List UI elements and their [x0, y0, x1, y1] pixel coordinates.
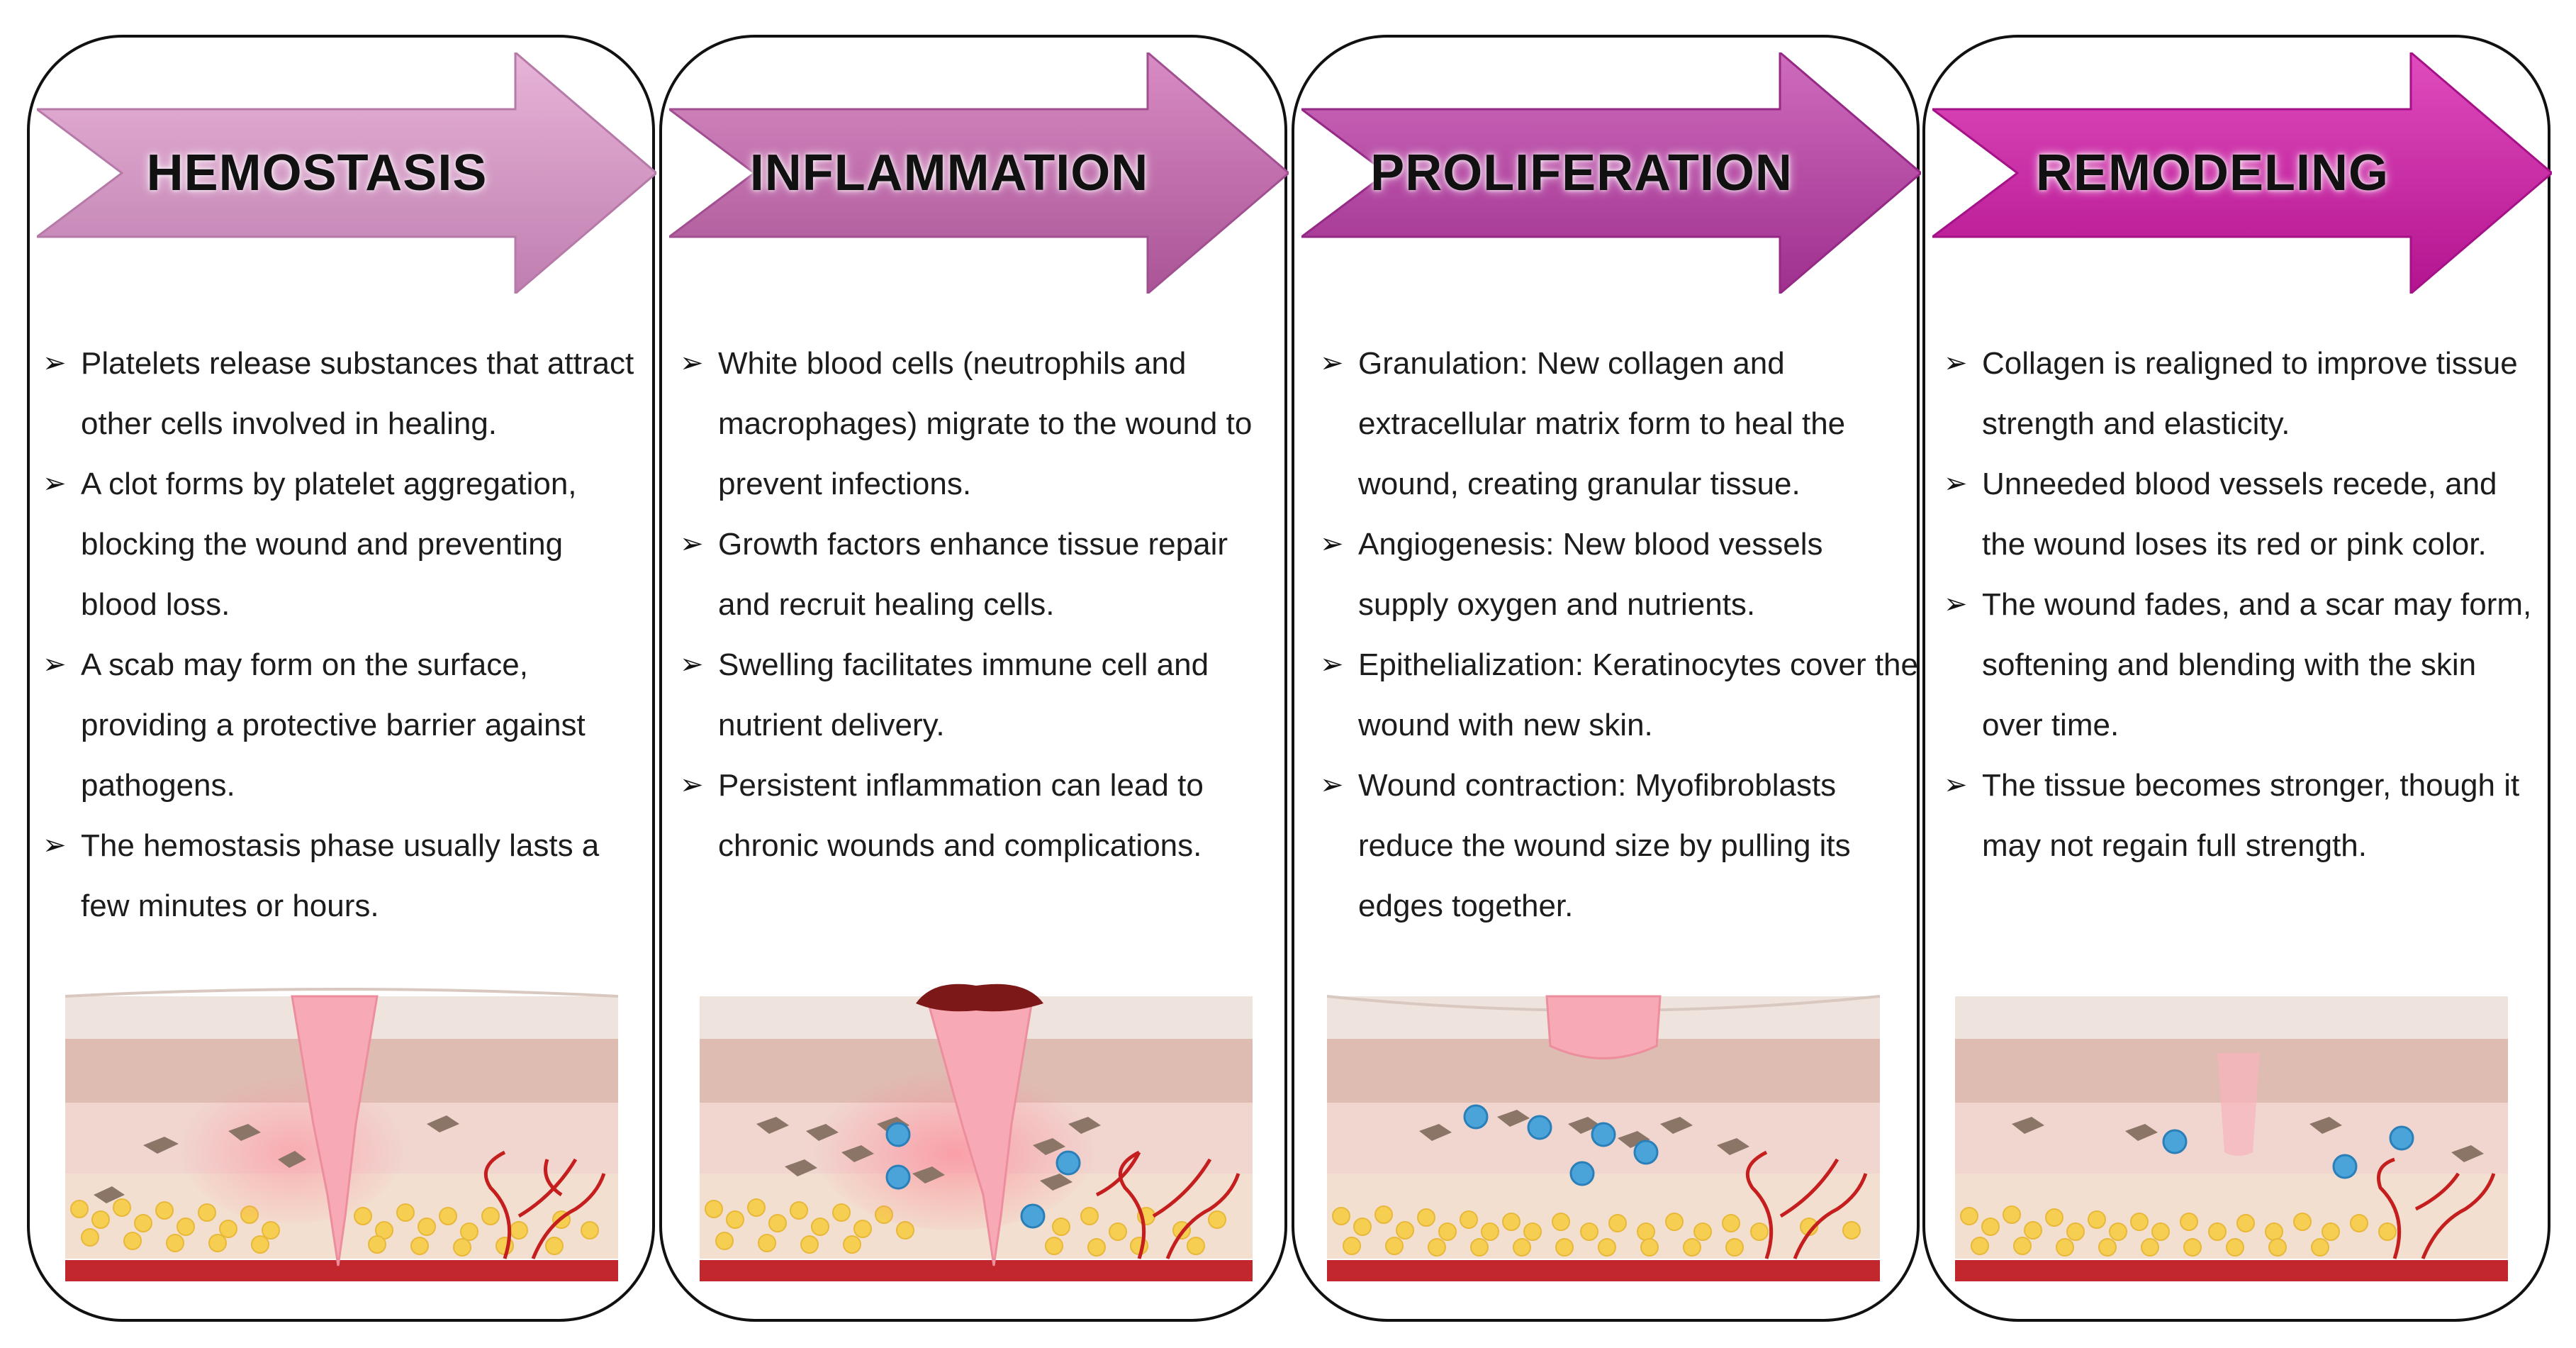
list-item: ➢A scab may form on the surface, providi… — [43, 635, 644, 815]
phase-arrow-proliferation: PROLIFERATION — [1301, 52, 1921, 294]
list-item: ➢The wound fades, and a scar may form, s… — [1944, 574, 2545, 755]
phase-arrow-remodeling: REMODELING — [1932, 52, 2552, 294]
list-item: ➢White blood cells (neutrophils and macr… — [680, 333, 1281, 514]
bullet-arrow-icon: ➢ — [1320, 347, 1344, 379]
skin-cross-section-icon — [700, 984, 1253, 1281]
skin-cross-section-icon — [1955, 996, 2508, 1281]
list-item: ➢Granulation: New collagen and extracell… — [1320, 333, 1921, 514]
scab-icon — [916, 984, 1043, 1012]
bullet-arrow-icon: ➢ — [1944, 347, 1968, 379]
list-item: ➢The tissue becomes stronger, though it … — [1944, 755, 2545, 876]
list-item: ➢Growth factors enhance tissue repair an… — [680, 514, 1281, 635]
skin-illustration-remodeling — [1955, 982, 2508, 1287]
list-item: ➢Swelling facilitates immune cell and nu… — [680, 635, 1281, 755]
fibroblast-cells — [2012, 1117, 2484, 1162]
list-item: ➢Collagen is realigned to improve tissue… — [1944, 333, 2545, 454]
bullet-arrow-icon: ➢ — [680, 649, 704, 680]
bullet-arrow-icon: ➢ — [43, 830, 67, 861]
bullet-arrow-icon: ➢ — [1320, 769, 1344, 801]
bullet-arrow-icon: ➢ — [1944, 769, 1968, 801]
immune-cells — [885, 1122, 1081, 1229]
bullet-arrow-icon: ➢ — [680, 528, 704, 559]
blood-vessels — [483, 1150, 606, 1259]
bullet-list-hemostasis: ➢Platelets release substances that attra… — [27, 333, 644, 986]
granulation-tissue — [1545, 995, 1662, 1059]
blood-vessels — [2377, 1157, 2496, 1259]
bullet-arrow-icon: ➢ — [1944, 589, 1968, 620]
list-item: ➢Persistent inflammation can lead to chr… — [680, 755, 1281, 876]
fibroblast-cells — [756, 1117, 1101, 1191]
bullet-arrow-icon: ➢ — [1320, 528, 1344, 559]
skin-illustration-hemostasis — [65, 982, 618, 1287]
skin-cross-section-icon — [65, 988, 618, 1281]
bullet-arrow-icon: ➢ — [43, 347, 67, 379]
phase-title: HEMOSTASIS — [146, 145, 488, 201]
bullet-arrow-icon: ➢ — [1320, 649, 1344, 680]
immune-cells — [2162, 1125, 2414, 1179]
fat-cells — [1960, 1205, 2397, 1257]
bullet-arrow-icon: ➢ — [680, 769, 704, 801]
list-item: ➢Epithelialization: Keratinocytes cover … — [1320, 635, 1921, 755]
blood-vessels — [1095, 1150, 1241, 1259]
phase-title: INFLAMMATION — [749, 145, 1149, 201]
bullet-arrow-icon: ➢ — [1944, 468, 1968, 499]
phase-title: PROLIFERATION — [1370, 145, 1793, 201]
bullet-list-proliferation: ➢Granulation: New collagen and extracell… — [1304, 333, 1921, 986]
list-item: ➢Unneeded blood vessels recede, and the … — [1944, 454, 2545, 574]
bullet-list-inflammation: ➢White blood cells (neutrophils and macr… — [664, 333, 1281, 986]
immune-cells — [1463, 1104, 1659, 1186]
skin-illustration-proliferation — [1327, 982, 1880, 1287]
bullet-arrow-icon: ➢ — [43, 649, 67, 680]
bullet-arrow-icon: ➢ — [680, 347, 704, 379]
list-item: ➢A clot forms by platelet aggregation, b… — [43, 454, 644, 635]
right-arrow-icon — [1301, 52, 1921, 294]
list-item: ➢Platelets release substances that attra… — [43, 333, 644, 454]
list-item: ➢The hemostasis phase usually lasts a fe… — [43, 815, 644, 936]
bullet-list-remodeling: ➢Collagen is realigned to improve tissue… — [1928, 333, 2545, 986]
right-arrow-icon — [1932, 52, 2552, 294]
bullet-arrow-icon: ➢ — [43, 468, 67, 499]
phase-arrow-inflammation: INFLAMMATION — [669, 52, 1289, 294]
blood-vessels — [1745, 1150, 1868, 1259]
fibroblast-cells — [94, 1115, 459, 1203]
right-arrow-icon — [669, 52, 1289, 294]
list-item: ➢Wound contraction: Myofibroblasts reduc… — [1320, 755, 1921, 936]
fibroblast-cells — [1419, 1110, 1749, 1155]
phase-arrow-hemostasis: HEMOSTASIS — [37, 52, 656, 294]
phase-title: REMODELING — [2035, 145, 2389, 201]
fat-cells — [1332, 1205, 1861, 1257]
skin-cross-section-icon — [1327, 995, 1880, 1281]
scar-tissue — [2217, 1053, 2260, 1156]
skin-illustration-inflammation — [700, 982, 1253, 1287]
right-arrow-icon — [37, 52, 656, 294]
list-item: ➢Angiogenesis: New blood vessels supply … — [1320, 514, 1921, 635]
